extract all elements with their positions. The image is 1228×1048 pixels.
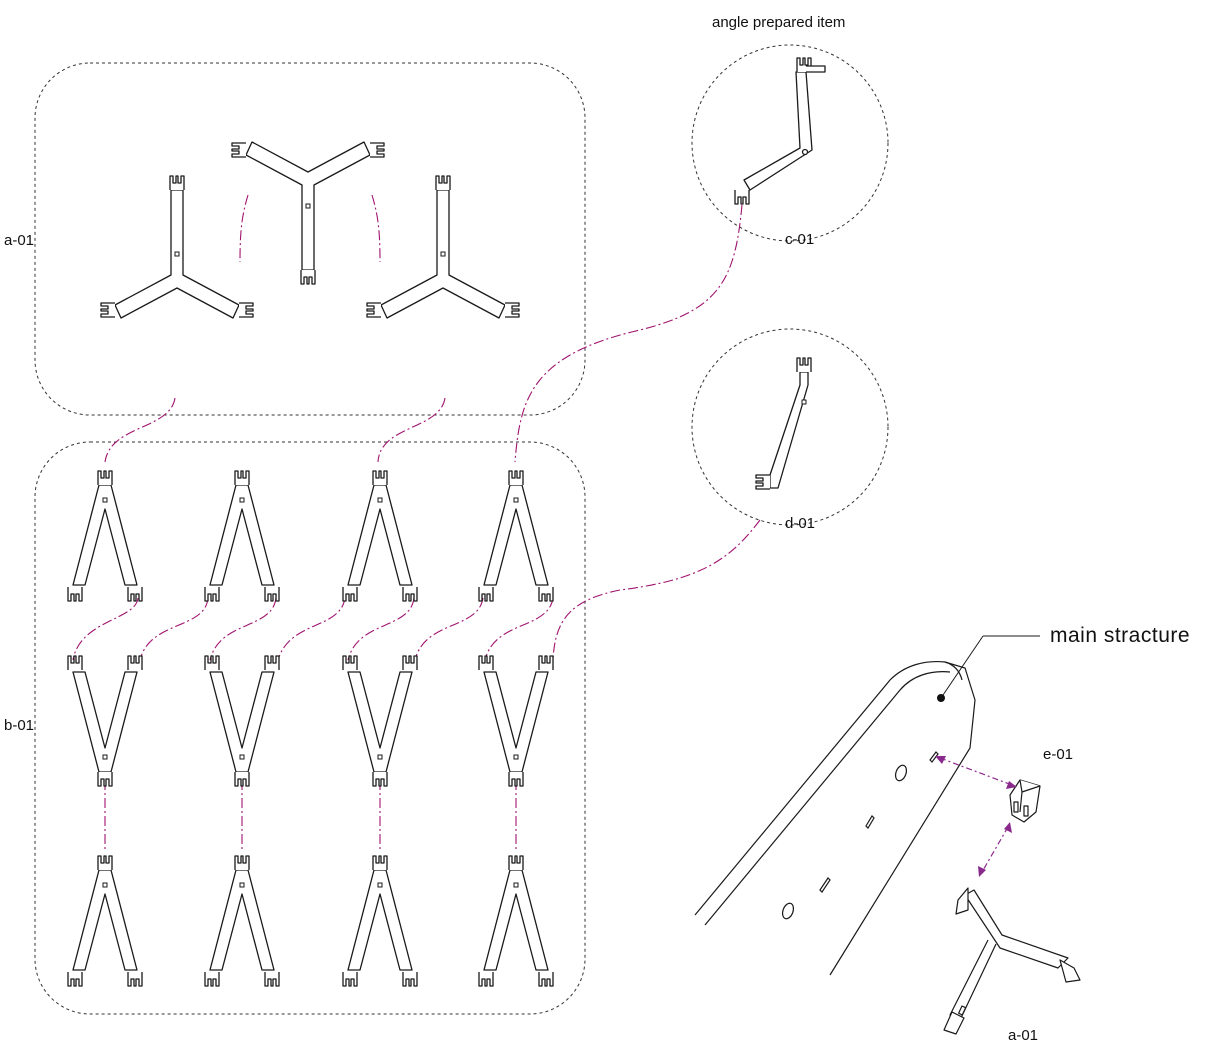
d01-circle-boundary: [691, 328, 889, 526]
a01-group-boundary: [34, 62, 586, 416]
a01-group-label: a-01: [4, 232, 35, 249]
b01-group-label: b-01: [4, 717, 35, 734]
b01-part: [68, 471, 142, 601]
c01-circle-boundary: [691, 44, 889, 242]
a01-part-label: a-01: [1008, 1027, 1039, 1044]
c01-label: c-01: [785, 231, 815, 248]
b01-part: [479, 656, 553, 786]
b01-part: [205, 856, 279, 986]
b01-part: [343, 656, 417, 786]
b01-part: [68, 656, 142, 786]
b01-part: [205, 656, 279, 786]
a01-part-right: [367, 176, 519, 318]
b01-group-boundary: [34, 441, 586, 1015]
a01-part-left: [101, 176, 253, 318]
d01-part: [755, 357, 812, 490]
b01-part: [68, 856, 142, 986]
main-structure-leader: [940, 635, 984, 699]
angle-prepared-label: angle prepared item: [712, 14, 846, 31]
a01-assembled-part: [943, 887, 1081, 1035]
main-structure-label: main stracture: [1050, 624, 1191, 647]
b01-part: [343, 856, 417, 986]
b01-part: [479, 856, 553, 986]
e01-part: [1009, 779, 1041, 823]
c01-part: [734, 57, 826, 205]
arrowheads: [935, 756, 1017, 877]
d01-label: d-01: [785, 515, 816, 532]
e01-label: e-01: [1043, 746, 1074, 763]
b01-part: [479, 471, 553, 601]
b01-part: [205, 471, 279, 601]
main-structure: [694, 660, 976, 976]
b01-part: [343, 471, 417, 601]
main-structure-dot: [937, 694, 945, 702]
assembly-arrows: [939, 757, 1013, 873]
a01-part-top: [232, 142, 384, 284]
